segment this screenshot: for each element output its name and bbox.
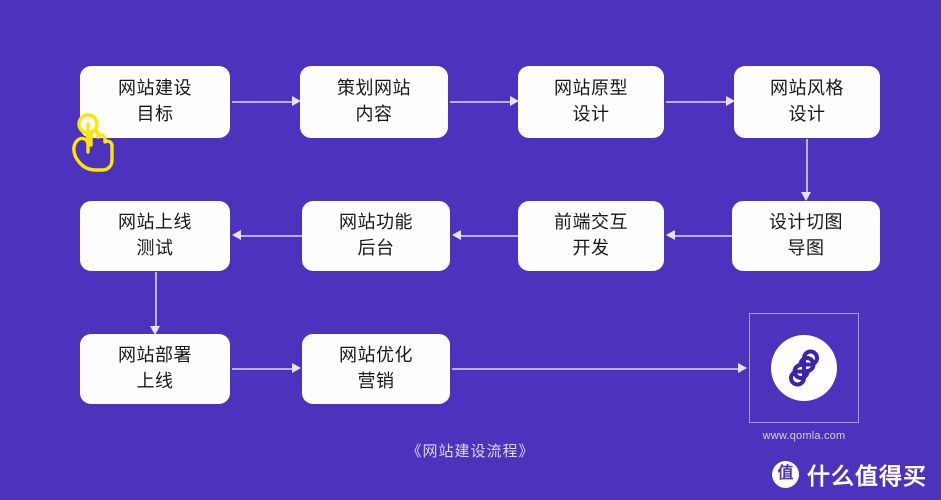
flow-node-line2: 设计 — [788, 104, 826, 124]
flow-node-line2: 目标 — [136, 104, 174, 124]
arrowhead-n4-n5-icon — [801, 192, 811, 201]
connector-n4-n5 — [806, 139, 808, 196]
arrowhead-n8-n9-icon — [150, 326, 160, 335]
arrowhead-n2-n3-icon — [510, 96, 519, 106]
flow-node-line1: 策划网站 — [337, 78, 411, 99]
connector-n9-n10 — [232, 368, 298, 370]
connector-n6-n7 — [460, 235, 518, 237]
flow-node-deploy-online[interactable]: 网站部署 上线 — [80, 334, 230, 404]
brand-logo-panel — [749, 313, 859, 423]
flow-node-line2: 上线 — [136, 371, 174, 391]
watermark-badge-icon: 值 — [772, 460, 799, 488]
flow-node-line1: 设计切图 — [769, 212, 843, 233]
flow-node-line1: 网站功能 — [339, 212, 413, 233]
connector-n1-n2 — [232, 101, 298, 103]
arrowhead-n1-n2-icon — [292, 96, 301, 106]
flow-node-line2: 营销 — [357, 371, 395, 391]
flow-node-line1: 网站部署 — [118, 345, 192, 366]
flow-node-line1: 网站上线 — [118, 212, 192, 233]
flow-node-prototype-design[interactable]: 网站原型 设计 — [518, 66, 664, 138]
flow-node-website-goal[interactable]: 网站建设 目标 — [80, 66, 230, 138]
connector-n8-n9 — [155, 272, 157, 330]
connector-n10-logo — [452, 368, 742, 370]
site-watermark: 值 什么值得买 — [772, 457, 927, 491]
arrowhead-n7-n8-icon — [232, 230, 241, 240]
flow-node-launch-test[interactable]: 网站上线 测试 — [80, 201, 230, 271]
flow-node-line1: 网站优化 — [339, 345, 413, 366]
flow-node-line2: 开发 — [572, 238, 610, 258]
flow-node-plan-content[interactable]: 策划网站 内容 — [300, 66, 448, 138]
arrowhead-n3-n4-icon — [726, 96, 735, 106]
flow-node-line2: 后台 — [357, 238, 395, 258]
flow-node-style-design[interactable]: 网站风格 设计 — [734, 66, 880, 138]
arrowhead-n6-n7-icon — [452, 230, 461, 240]
flow-node-function-backend[interactable]: 网站功能 后台 — [302, 201, 450, 271]
connector-n7-n8 — [240, 235, 302, 237]
arrowhead-n9-n10-icon — [292, 363, 301, 373]
watermark-text: 什么值得买 — [807, 463, 927, 489]
flow-node-line1: 网站原型 — [554, 78, 628, 99]
arrowhead-n10-logo-icon — [738, 363, 747, 373]
logo-disc — [771, 335, 837, 401]
flow-node-line2: 测试 — [136, 238, 174, 258]
flow-node-line2: 内容 — [355, 104, 393, 124]
flow-node-line1: 网站建设 — [118, 78, 192, 99]
flow-node-line1: 网站风格 — [770, 78, 844, 99]
connector-n3-n4 — [666, 101, 732, 103]
tap-hand-cursor-icon — [72, 113, 114, 172]
flow-node-line1: 前端交互 — [554, 212, 628, 233]
logo-url-label: www.qomla.com — [762, 430, 846, 442]
qomla-clover-icon — [789, 349, 819, 387]
flow-node-line2: 导图 — [787, 238, 825, 258]
flow-node-frontend-dev[interactable]: 前端交互 开发 — [518, 201, 664, 271]
connector-n5-n6 — [674, 235, 732, 237]
flow-node-design-slicing[interactable]: 设计切图 导图 — [732, 201, 880, 271]
flow-node-line2: 设计 — [572, 104, 610, 124]
flow-node-optimize-marketing[interactable]: 网站优化 营销 — [302, 334, 450, 404]
diagram-caption: 《网站建设流程》 — [406, 443, 535, 460]
connector-n2-n3 — [450, 101, 516, 103]
arrowhead-n5-n6-icon — [666, 230, 675, 240]
